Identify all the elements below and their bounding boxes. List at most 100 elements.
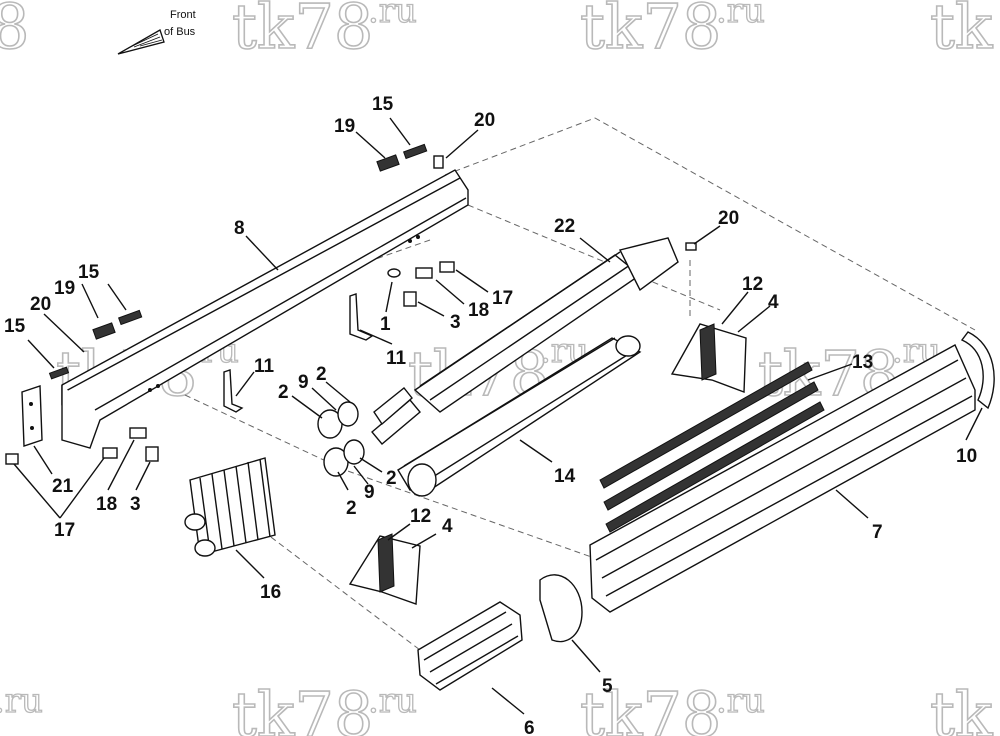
leader-18-right — [435, 279, 465, 305]
leader-15-top — [389, 117, 411, 146]
trim-strip-3 — [605, 401, 825, 533]
leader-20-left — [43, 313, 85, 353]
callout-15-top: 15 — [372, 94, 394, 115]
callout-10: 10 — [956, 446, 977, 467]
part-8-mounting-rail — [61, 169, 469, 449]
assembly-guide-lines — [184, 117, 976, 651]
leader-12-upper — [721, 291, 749, 325]
end-brackets — [348, 323, 747, 605]
rail-end-plate — [61, 385, 101, 449]
leader-2-upper-right — [325, 381, 351, 403]
direction-label-line1: Front — [170, 9, 196, 21]
watermark-partial-bottom-left-suffix: .ru — [0, 681, 43, 721]
leader-19-left — [81, 283, 99, 319]
part-18-bracket-right — [415, 267, 433, 279]
part-17-bracket-left — [5, 453, 19, 465]
callout-11-upper: 11 — [386, 348, 407, 369]
callout-19-left: 19 — [54, 278, 75, 299]
callout-11-lower: 11 — [254, 356, 275, 377]
part-15-clip-left — [117, 309, 143, 326]
part-20-clip-top — [433, 155, 444, 169]
direction-arrow-hatch — [127, 33, 163, 49]
leader-17-left — [13, 457, 105, 519]
part-19-clip-left — [92, 322, 116, 340]
callout-18-right: 18 — [468, 300, 489, 321]
callout-1: 1 — [380, 314, 391, 335]
leader-14 — [519, 439, 553, 463]
callout-17-left: 17 — [54, 520, 75, 541]
leader-4-upper — [737, 305, 771, 333]
leader-11-upper — [359, 329, 393, 345]
exchanger-fins — [199, 458, 271, 553]
part-1-grommet — [387, 268, 401, 278]
watermark-top-1-suffix: .ru — [368, 0, 417, 31]
callout-17-right: 17 — [492, 288, 513, 309]
leader-6 — [491, 687, 525, 715]
leader-16 — [235, 549, 265, 579]
callout-5: 5 — [602, 676, 613, 697]
callout-2-lower-right: 2 — [386, 468, 397, 489]
short-grille-body — [417, 601, 523, 691]
callout-18-left: 18 — [96, 494, 117, 515]
leader-2-lower-left — [337, 471, 349, 491]
bracket-hole — [29, 402, 33, 406]
direction-label-line2: of Bus — [164, 26, 196, 38]
end-cap-body — [960, 331, 995, 410]
part-12-insulation-lower — [377, 533, 395, 593]
tube-edge-lines — [403, 337, 633, 486]
callout-2-upper-left: 2 — [278, 382, 289, 403]
leader-21 — [33, 445, 53, 475]
watermark-bottom-2-suffix: .ru — [716, 681, 765, 721]
part-18-bracket-left — [129, 427, 147, 439]
callout-9-lower: 9 — [364, 482, 375, 503]
watermark-partial-bottom-right: tk — [930, 678, 993, 736]
l-bracket-lower — [223, 369, 244, 413]
part-17-bracket-right — [439, 261, 455, 273]
part-10-end-cap — [960, 331, 995, 410]
rail-hole — [408, 239, 412, 243]
callout-20-top: 20 — [474, 110, 495, 131]
leader-13 — [807, 363, 853, 381]
leader-9-upper — [311, 387, 337, 411]
leader-8 — [245, 235, 279, 271]
bracket-hole — [30, 426, 34, 430]
callout-2-upper-right: 2 — [316, 364, 327, 385]
leader-20-right — [693, 225, 721, 245]
callout-12-upper: 12 — [742, 274, 763, 295]
rail-hole — [416, 235, 420, 239]
part-3-bracket-left — [145, 446, 159, 462]
exchanger-pipe-end — [184, 513, 206, 531]
grille-slots — [595, 359, 973, 597]
rail-edge-lines — [63, 177, 467, 411]
leader-1 — [385, 281, 393, 313]
part-17-bracket-mid — [102, 447, 118, 459]
part-9-valve-upper — [337, 401, 359, 427]
rail-hole — [156, 384, 160, 388]
leader-7 — [835, 489, 869, 519]
part-20-clip-right — [685, 242, 697, 251]
front-of-bus-indicator: Front of Bus — [117, 9, 196, 55]
callout-2-lower-left: 2 — [346, 498, 357, 519]
watermark-top-1: tk78 — [232, 0, 373, 63]
watermark-bottom-1-suffix: .ru — [368, 681, 417, 721]
bracket-plate-body — [21, 385, 43, 447]
callout-9-upper: 9 — [298, 372, 309, 393]
callout-8: 8 — [234, 218, 245, 239]
callout-15-left: 15 — [78, 262, 100, 283]
callout-3-left: 3 — [130, 494, 141, 515]
guide-upper — [467, 204, 721, 311]
coil-pipe-upper — [373, 387, 413, 426]
leader-lines — [13, 117, 983, 715]
trim-strip-2 — [603, 381, 819, 511]
part-21-bracket-plate — [21, 385, 43, 447]
leader-5 — [571, 639, 601, 673]
watermark-partial-top-right: tk — [930, 0, 993, 63]
leader-15-left — [107, 283, 127, 311]
leader-20-top — [445, 129, 479, 159]
guide-bottom — [254, 524, 421, 651]
part-9-valve-lower — [343, 439, 365, 465]
leader-19-top — [355, 131, 386, 159]
watermark-bottom-1: tk78 — [232, 678, 373, 736]
